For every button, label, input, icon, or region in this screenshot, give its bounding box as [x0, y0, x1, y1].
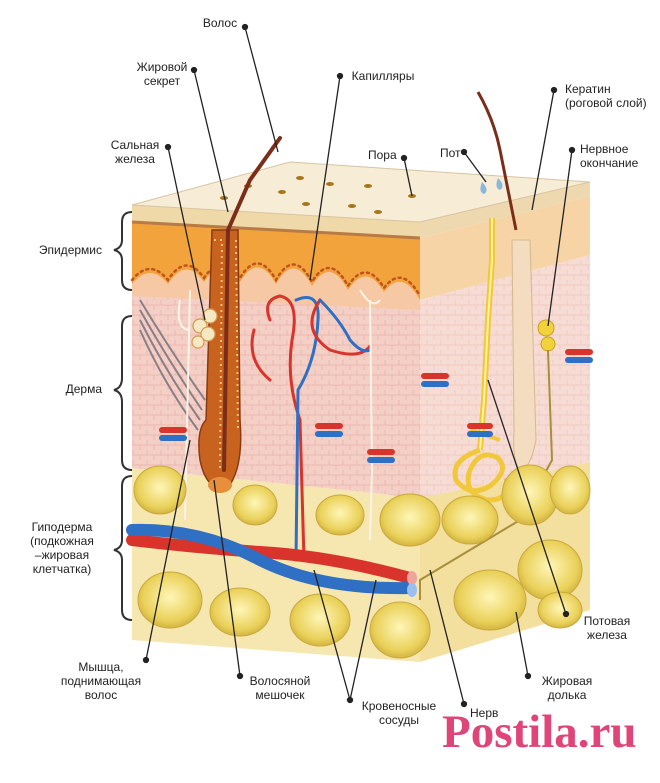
label-sebaceous-gland: Сальная железа	[110, 138, 160, 166]
artery	[126, 534, 416, 584]
nerve-ending	[537, 319, 556, 352]
dermal-nerve-fibers	[177, 289, 381, 541]
stratum-corneum	[132, 205, 420, 238]
label-sweat-gland: Потовая железа	[583, 614, 631, 642]
label-sweat: Пот	[440, 146, 461, 160]
label-pore: Пора	[368, 148, 397, 162]
leader-lines	[142, 23, 576, 708]
label-sebum: Жировой секрет	[136, 60, 188, 88]
arrector-muscle	[139, 299, 206, 431]
label-dermis: Дерма	[65, 382, 102, 396]
label-epidermis: Эпидермис	[38, 243, 102, 257]
label-capillaries: Капилляры	[351, 69, 415, 83]
label-hair: Волос	[202, 16, 238, 30]
dermis-layer	[132, 284, 420, 498]
vessel-cross-sections	[159, 349, 593, 463]
large-blood-vessels	[126, 523, 417, 597]
sebaceous-gland	[191, 308, 218, 349]
label-arrector-muscle: Мышца, поднимающая волос	[60, 660, 142, 702]
epidermis-layer	[132, 222, 420, 300]
dermis-brace	[113, 315, 133, 471]
dermal-papillae	[132, 267, 420, 310]
label-nerve: Нерв	[470, 706, 499, 720]
label-fat-lobule: Жировая долька	[541, 674, 593, 702]
label-nerve-ending: Нервное окончание	[580, 142, 639, 170]
vein	[126, 523, 416, 595]
hair-shaft	[222, 136, 282, 472]
pores	[220, 176, 416, 214]
sweat-gland-structure	[419, 91, 556, 600]
label-hair-follicle: Волосяной мешочек	[249, 674, 311, 702]
label-hypodermis: Гиподерма (подкожная –жировая клетчатка)	[30, 520, 94, 576]
watermark: Postila.ru	[442, 706, 637, 758]
fat-lobules	[133, 464, 591, 659]
skin-surface	[131, 161, 591, 223]
label-keratin: Кератин (роговой слой)	[565, 82, 647, 110]
sweat-gland-coil	[452, 447, 510, 503]
epidermis-right-face	[420, 196, 590, 300]
sweat-droplets	[480, 178, 503, 194]
label-blood-vessels: Кровеносные сосуды	[361, 699, 437, 727]
epidermis-brace	[113, 211, 133, 291]
hair-follicle-structure	[139, 136, 282, 493]
dermis-right-face	[420, 255, 590, 498]
layer-braces	[113, 211, 133, 621]
hypodermis-brace	[113, 475, 133, 621]
capillary-loops	[250, 294, 372, 562]
